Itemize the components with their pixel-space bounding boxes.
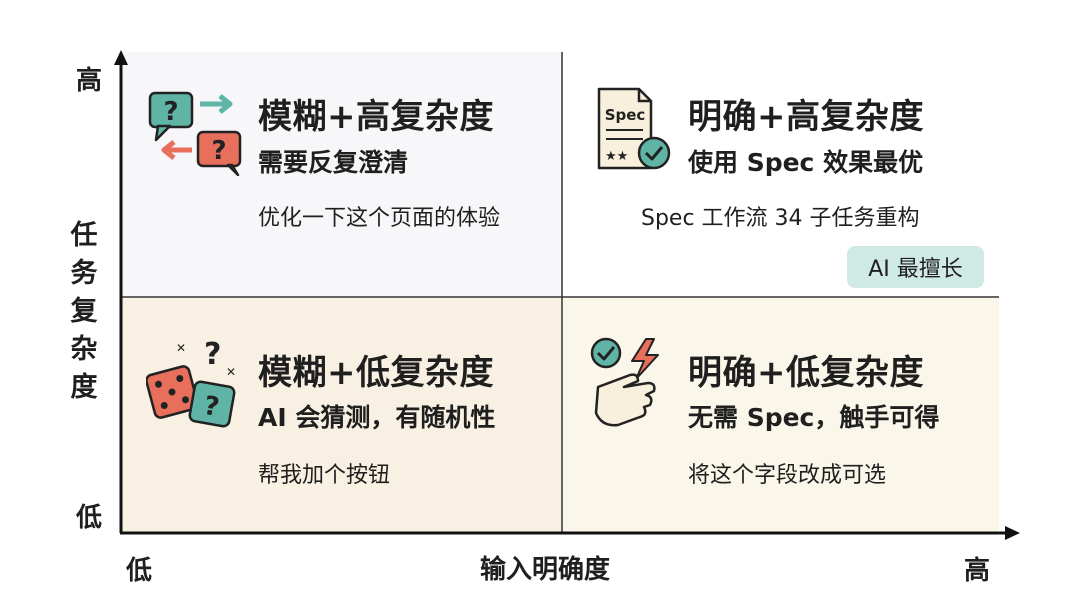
quadrant-subtitle: 无需 Spec，触手可得	[688, 403, 940, 432]
svg-text:?: ?	[204, 337, 221, 372]
ai-best-badge: AI 最擅长	[847, 246, 984, 288]
dice-question-icon: ? ✕ ✕ ?	[146, 337, 236, 428]
finger-snap-check-icon	[590, 337, 659, 427]
svg-text:★★: ★★	[605, 149, 628, 164]
x-axis-low-label: 低	[126, 556, 153, 586]
quadrant-title: 明确+高复杂度	[688, 97, 924, 137]
svg-text:?: ?	[163, 97, 178, 127]
y-axis-title-char: 度	[70, 372, 98, 403]
quadrant-subtitle: AI 会猜测，有随机性	[258, 403, 496, 432]
svg-text:✕: ✕	[226, 365, 236, 379]
svg-text:?: ?	[201, 391, 221, 423]
quadrant-subtitle: 需要反复澄清	[258, 148, 409, 177]
svg-text:?: ?	[211, 136, 226, 166]
svg-text:Spec: Spec	[605, 106, 646, 124]
y-axis-title: 任务复杂度	[64, 217, 104, 407]
x-axis-title: 输入明确度	[480, 555, 611, 585]
y-axis-title-char: 务	[70, 258, 98, 289]
quadrant-title: 模糊+低复杂度	[258, 353, 494, 393]
x-axis-high-label: 高	[964, 556, 991, 586]
quadrant-fuzzy-high	[122, 52, 561, 297]
x-axis-arrow	[1005, 526, 1020, 540]
y-axis-high-label: 高	[76, 66, 103, 96]
svg-text:✕: ✕	[176, 341, 186, 355]
quadrant-example: 帮我加个按钮	[258, 463, 391, 488]
question-chat-bubbles-icon: ? ?	[148, 91, 242, 176]
quadrant-subtitle: 使用 Spec 效果最优	[688, 148, 924, 177]
quadrant-example: 优化一下这个页面的体验	[258, 206, 501, 231]
y-axis-arrow	[114, 50, 128, 65]
quadrant-title: 模糊+高复杂度	[258, 97, 494, 137]
y-axis-title-char: 复	[70, 296, 98, 327]
quadrant-example: Spec 工作流 34 子任务重构	[641, 206, 920, 231]
y-axis-title-char: 任	[70, 220, 98, 251]
spec-document-check-icon: Spec ★★	[597, 87, 671, 170]
quadrant-example: 将这个字段改成可选	[688, 463, 887, 488]
quadrant-title: 明确+低复杂度	[688, 353, 924, 393]
y-axis-low-label: 低	[76, 503, 103, 533]
y-axis-title-char: 杂	[70, 334, 98, 365]
